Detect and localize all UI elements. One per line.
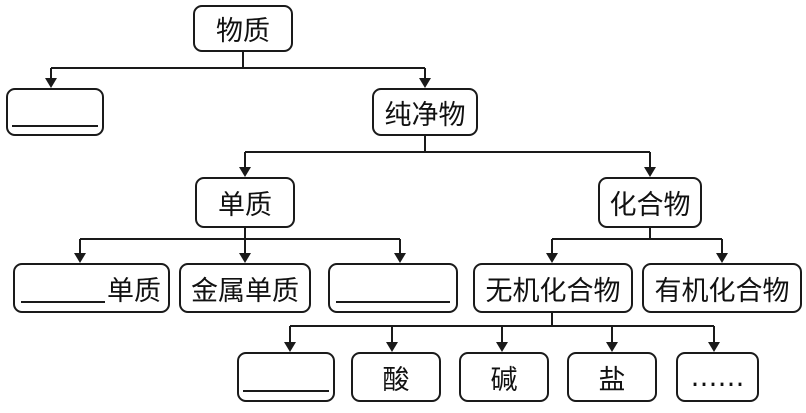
answer-blank xyxy=(12,103,98,127)
node-organic-label: 有机化合物 xyxy=(654,275,790,307)
node-acid-label: 酸 xyxy=(382,364,410,396)
node-element-label: 单质 xyxy=(218,190,272,221)
node-substance: 物质 xyxy=(193,5,293,52)
node-salt: 盐 xyxy=(567,352,657,402)
node-acid: 酸 xyxy=(351,352,441,402)
answer-blank xyxy=(21,279,105,303)
node-organic-compound: 有机化合物 xyxy=(642,263,802,313)
node-substance-label: 物质 xyxy=(216,16,270,47)
node-base-label: 碱 xyxy=(490,364,518,396)
node-more-label: …… xyxy=(690,361,745,393)
node-compound: 化合物 xyxy=(598,177,702,228)
node-base: 碱 xyxy=(459,352,549,402)
node-nonmetal-suffix: 单质 xyxy=(107,275,161,307)
node-pure-substance-label: 纯净物 xyxy=(384,99,466,131)
node-noble-blank xyxy=(328,263,458,313)
node-more: …… xyxy=(676,352,759,402)
answer-blank xyxy=(336,279,450,303)
node-pure-substance: 纯净物 xyxy=(372,88,478,136)
node-metal-element: 金属单质 xyxy=(179,263,311,313)
answer-blank xyxy=(243,368,329,392)
node-salt-label: 盐 xyxy=(598,364,626,396)
node-element: 单质 xyxy=(195,177,295,228)
node-mixture-blank xyxy=(6,88,104,136)
node-nonmetal-element: 单质 xyxy=(13,263,170,313)
node-inorganic-label: 无机化合物 xyxy=(485,275,621,307)
node-inorganic-compound: 无机化合物 xyxy=(473,263,633,313)
node-oxide-blank xyxy=(237,352,335,402)
node-compound-label: 化合物 xyxy=(609,190,691,221)
node-metal-element-label: 金属单质 xyxy=(191,275,299,307)
